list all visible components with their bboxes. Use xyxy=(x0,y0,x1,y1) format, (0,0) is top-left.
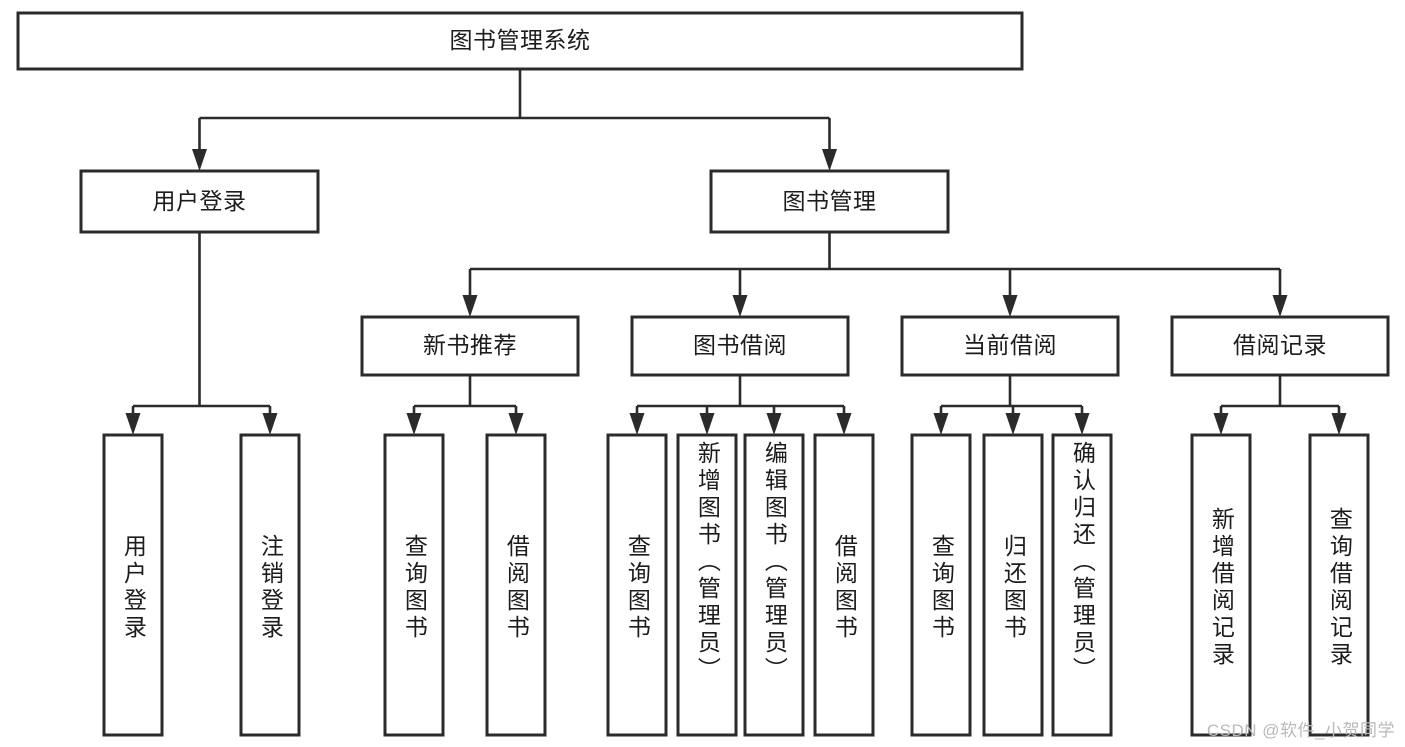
leaf-borrow-record-branch-0-arrowhead xyxy=(1213,413,1229,435)
node-box-book-borrow[interactable] xyxy=(630,315,850,377)
node-box-borrow-record[interactable] xyxy=(1170,315,1390,377)
leaf-new-book-recommend-branch-0-arrowhead xyxy=(406,413,422,435)
leaf-book-borrow-branch-3-arrowhead xyxy=(836,413,852,435)
bookmanage-to-level3-branch-3-arrowhead xyxy=(1272,295,1288,317)
node-box-leaf-borrow-book-1[interactable] xyxy=(485,433,547,737)
bookmanage-to-level3-branch-2-arrowhead xyxy=(1002,295,1018,317)
node-box-leaf-query-book-3[interactable] xyxy=(910,433,972,737)
node-box-leaf-query-book-2[interactable] xyxy=(606,433,668,737)
node-box-leaf-query-borrow-record[interactable] xyxy=(1308,433,1370,737)
node-box-leaf-add-borrow-record[interactable] xyxy=(1190,433,1252,737)
leaf-user-login-branch-1-arrowhead xyxy=(262,413,278,435)
node-box-current-borrow[interactable] xyxy=(900,315,1120,377)
node-box-book-manage[interactable] xyxy=(709,169,950,234)
connectors-layer xyxy=(125,69,1347,435)
node-box-leaf-user-login[interactable] xyxy=(102,433,164,737)
bookmanage-to-level3-branch-1-arrowhead xyxy=(732,295,748,317)
leaf-book-borrow-branch-0-arrowhead xyxy=(629,413,645,435)
node-box-leaf-edit-book-admin[interactable] xyxy=(743,433,805,737)
leaf-book-borrow-branch-2-arrowhead xyxy=(766,413,782,435)
leaf-borrow-record-branch-1-arrowhead xyxy=(1331,413,1347,435)
node-box-new-book-recommend[interactable] xyxy=(360,315,580,377)
node-box-root[interactable] xyxy=(16,11,1024,71)
node-box-leaf-return-book[interactable] xyxy=(982,433,1044,737)
root-to-level2-branch-0-arrowhead xyxy=(192,149,207,171)
node-box-leaf-query-book-1[interactable] xyxy=(383,433,445,737)
node-box-leaf-confirm-return-admin[interactable] xyxy=(1051,433,1113,737)
leaf-current-borrow-branch-1-arrowhead xyxy=(1005,413,1021,435)
leaf-current-borrow-branch-2-arrowhead xyxy=(1074,413,1090,435)
root-to-level2-branch-1-arrowhead xyxy=(822,149,837,171)
leaf-user-login-branch-0-arrowhead xyxy=(125,413,141,435)
node-box-leaf-logout[interactable] xyxy=(239,433,301,737)
csdn-watermark: CSDN @软件_小贺同学 xyxy=(1206,721,1395,740)
node-box-user-login[interactable] xyxy=(79,169,320,234)
node-box-leaf-borrow-book-2[interactable] xyxy=(813,433,875,737)
node-box-leaf-add-book-admin[interactable] xyxy=(676,433,738,737)
bookmanage-to-level3-branch-0-arrowhead xyxy=(462,295,478,317)
leaf-current-borrow-branch-0-arrowhead xyxy=(933,413,949,435)
leaf-new-book-recommend-branch-1-arrowhead xyxy=(508,413,524,435)
leaf-book-borrow-branch-1-arrowhead xyxy=(699,413,715,435)
node-boxes-layer xyxy=(16,11,1390,737)
